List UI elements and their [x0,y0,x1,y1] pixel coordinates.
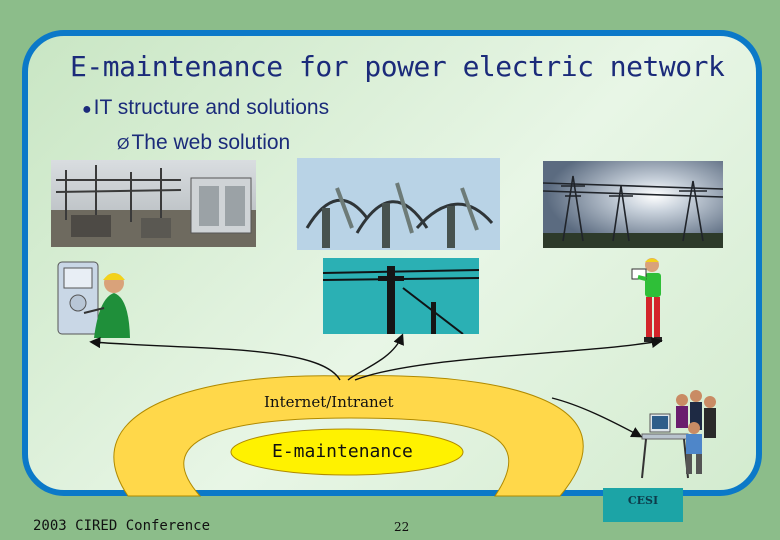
technician-meter-illustration [54,258,130,338]
transmission-towers-photo [543,161,723,248]
field-worker-illustration [628,255,674,347]
page-number: 22 [394,520,410,534]
bullet-level2-text: The web solution [131,131,291,154]
arrow-to-technician [89,337,341,381]
slide-title: E-maintenance for power electric network [70,50,725,83]
e-maintenance-core [230,428,464,476]
bullet-level2: ØThe web solution [117,131,290,155]
bullet-arrow-icon: Ø [117,136,130,153]
network-label: Internet/Intranet [264,393,394,411]
bullet-dot-icon: ● [82,101,92,118]
e-maintenance-ring [113,375,584,497]
insulator-photo [297,158,500,250]
office-team-illustration [636,388,722,480]
utility-pole-photo [323,258,479,334]
arrow-to-office-team [551,397,643,438]
arrow-to-pole [347,333,404,381]
bullet-level1-text: IT structure and solutions [93,96,330,119]
footer-conference: 2003 CIRED Conference [33,518,211,534]
substation-photo [51,160,256,247]
cesi-logo: CESI [603,488,683,522]
e-maintenance-label: E-maintenance [272,441,413,462]
bullet-level1: ●IT structure and solutions [82,96,329,120]
arrow-to-field-worker [354,336,663,381]
